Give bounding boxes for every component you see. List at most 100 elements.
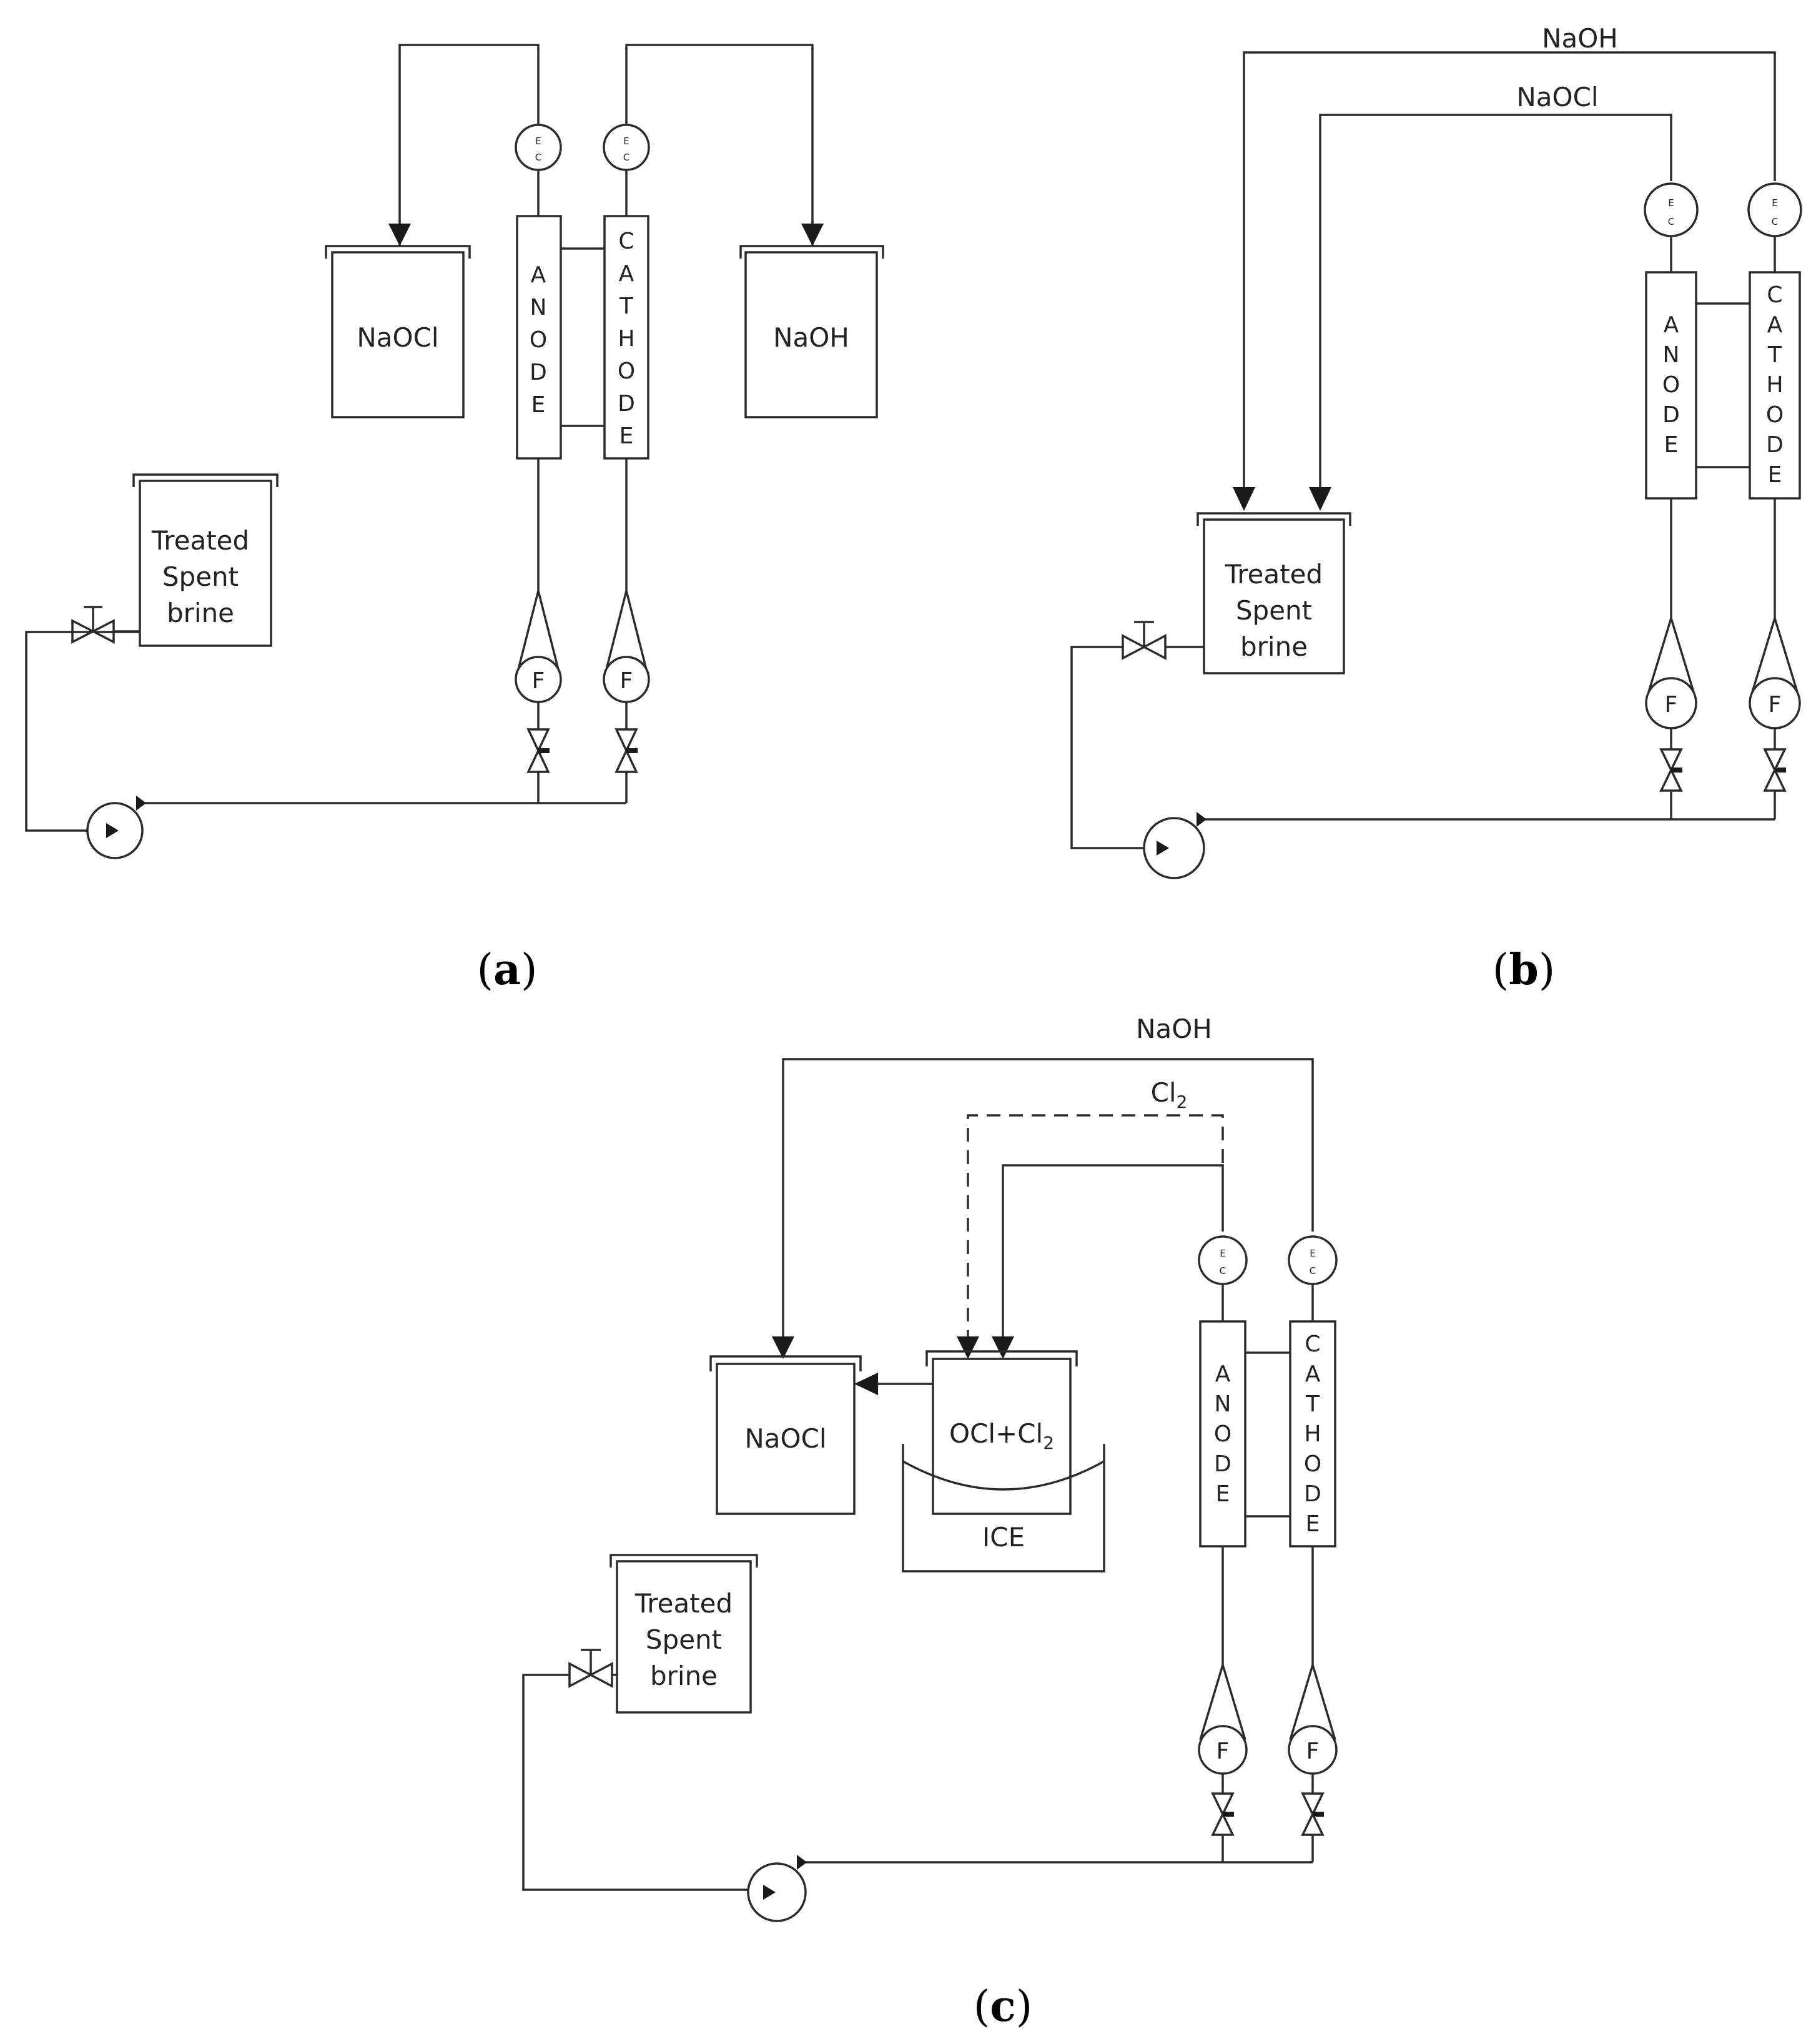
svg-text:A: A (1305, 1361, 1321, 1387)
ec-sensor-anode: E C (515, 124, 562, 171)
arrow-naoh (801, 224, 824, 246)
svg-text:D: D (1766, 432, 1784, 458)
pump (1143, 817, 1205, 879)
feed-line (1070, 646, 1144, 849)
naoh-return-line (782, 1058, 1314, 1354)
svg-text:O: O (1766, 402, 1784, 428)
manifold-line (797, 1835, 1314, 1864)
hand-valve (568, 1649, 613, 1688)
svg-text:E: E (1772, 197, 1777, 209)
panel-b: NaOH NaOCl E C E C A N O D E C (1070, 23, 1802, 995)
caption-a: (a) (476, 945, 537, 995)
needle-valve-anode (1211, 1792, 1235, 1836)
svg-text:A: A (1767, 312, 1783, 338)
svg-text:N: N (1215, 1391, 1231, 1417)
svg-text:C: C (1772, 216, 1778, 227)
svg-text:O: O (618, 358, 635, 384)
svg-text:D: D (530, 360, 547, 385)
svg-text:C: C (1310, 1265, 1316, 1276)
svg-text:OCl+Cl2: OCl+Cl2 (949, 1418, 1054, 1453)
hand-valve (1122, 621, 1167, 660)
tank-naocl: NaOCl (709, 1355, 862, 1515)
anode-cell: A N O D E (1199, 1320, 1246, 1548)
anode-cell: A N O D E (516, 215, 562, 460)
svg-text:NaOCl: NaOCl (357, 322, 438, 353)
svg-text:A: A (1664, 312, 1679, 338)
manifold-line (1197, 791, 1776, 821)
ec-sensor-anode: E C (1198, 1235, 1248, 1285)
svg-text:E: E (1664, 432, 1679, 458)
svg-text:T: T (619, 294, 634, 319)
svg-text:NaOH: NaOH (773, 322, 849, 353)
svg-text:O: O (530, 327, 547, 353)
svg-text:Treated: Treated (634, 1588, 733, 1619)
needle-valve-anode (526, 728, 550, 773)
svg-text:brine: brine (650, 1661, 718, 1691)
pump (86, 802, 144, 859)
panel-a: E C E C A N O D E C A T H O D E (25, 44, 884, 995)
svg-text:A: A (619, 261, 634, 287)
ec-sensor-anode: E C (1644, 182, 1699, 237)
svg-text:D: D (1662, 402, 1680, 428)
hand-valve (71, 606, 115, 644)
svg-text:E: E (619, 423, 634, 449)
needle-valve-cathode (614, 728, 638, 773)
caption-b: (b) (1493, 945, 1556, 995)
label-naoh: NaOH (1542, 23, 1618, 54)
svg-text:F: F (1306, 1739, 1320, 1764)
flow-meter-cathode: F (1749, 618, 1801, 729)
arrow-naocl (388, 224, 411, 246)
cathode-cell: C A T H O D E (1749, 271, 1801, 500)
needle-valve-anode (1659, 748, 1683, 792)
naocl-return-line (1319, 114, 1672, 503)
svg-text:O: O (1662, 372, 1680, 398)
flow-meter-cathode: F (603, 590, 650, 703)
cathode-outlet-line (625, 44, 814, 246)
svg-text:F: F (1769, 692, 1782, 718)
svg-text:E: E (1306, 1511, 1320, 1537)
svg-text:E: E (1768, 462, 1782, 488)
ec-sensor-cathode: E C (1747, 182, 1802, 237)
svg-text:C: C (1220, 1265, 1226, 1276)
svg-text:H: H (618, 326, 634, 352)
svg-text:Spent: Spent (646, 1624, 722, 1655)
feed-line (25, 631, 87, 832)
cathode-cell: C A T H O D E (603, 215, 649, 460)
flow-meter-anode: F (1645, 618, 1697, 729)
tank-naocl: NaOCl (325, 245, 471, 418)
flow-meter-anode: F (515, 590, 562, 703)
svg-text:A: A (531, 262, 546, 288)
svg-text:C: C (535, 152, 541, 163)
label-naoh: NaOH (1136, 1014, 1212, 1044)
caption-c: (c) (974, 1982, 1032, 2032)
label-naocl: NaOCl (1516, 82, 1598, 112)
manifold-line (136, 772, 628, 804)
svg-text:E: E (1216, 1481, 1230, 1507)
svg-text:O: O (1214, 1421, 1231, 1447)
ec-sensor-cathode: E C (1288, 1235, 1338, 1285)
flow-meter-anode: F (1198, 1664, 1248, 1775)
svg-text:E: E (535, 136, 541, 147)
svg-text:F: F (620, 668, 633, 694)
svg-text:C: C (623, 152, 629, 163)
anolyte-line (1002, 1164, 1224, 1354)
anode-cell: A N O D E (1645, 271, 1697, 500)
svg-text:A: A (1215, 1361, 1231, 1387)
svg-text:T: T (1767, 342, 1782, 368)
svg-text:H: H (1304, 1421, 1321, 1447)
svg-text:Spent: Spent (162, 561, 239, 592)
svg-text:NaOCl: NaOCl (744, 1423, 826, 1454)
pump (747, 1862, 807, 1922)
svg-text:D: D (1214, 1451, 1231, 1477)
flow-meter-cathode: F (1288, 1664, 1338, 1775)
ice-bath: ICE (902, 1444, 1105, 1572)
cathode-cell: C A T H O D E (1289, 1320, 1336, 1548)
anode-outlet-line (398, 44, 540, 246)
svg-text:C: C (1668, 216, 1674, 227)
panel-c: NaOH Cl2 E C E C A N O D E (522, 1014, 1338, 2032)
svg-text:E: E (623, 136, 629, 147)
svg-text:brine: brine (167, 598, 234, 628)
feed-line (522, 1674, 748, 1891)
cl2-gas-line (967, 1114, 1224, 1354)
